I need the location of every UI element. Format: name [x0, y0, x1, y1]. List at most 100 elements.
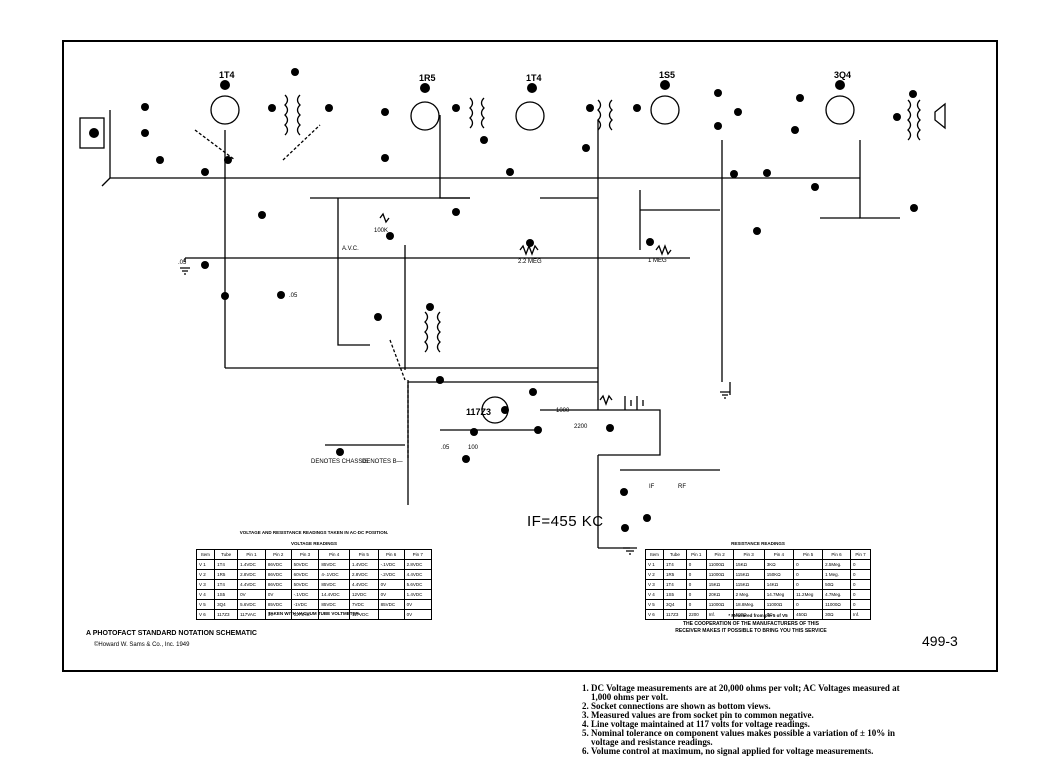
table-cell: 18.8Meg. — [732, 599, 765, 610]
resistance-table-note: * Measured from pin 5 of V5 — [728, 613, 788, 618]
table-cell: V 6 — [195, 609, 216, 620]
table-cell: 2 Meg. — [732, 589, 765, 600]
table-cell: 0V — [377, 589, 405, 600]
table-header-cell: Pin 2 — [264, 549, 292, 560]
res-100: 100 — [468, 445, 479, 451]
table-cell: 2.8VDC — [403, 559, 433, 570]
table-cell: 5.6VDC — [403, 579, 433, 590]
table-header-cell: Pin 3 — [290, 549, 320, 560]
table-cell: 2.5Meg. — [822, 559, 851, 570]
table-cell: 11000Ω — [705, 569, 734, 580]
footer-copyright: ©Howard W. Sams & Co., Inc. 1949 — [94, 642, 190, 648]
res-100k: 100K — [374, 228, 388, 234]
table-cell: -1VDC — [290, 599, 320, 610]
table-cell: 1T4 — [214, 559, 239, 570]
table-cell: 15KΩ — [732, 559, 765, 570]
table-cell: 0 — [793, 599, 824, 610]
table-cell: 15KΩ — [705, 579, 734, 590]
table-cell: 117Z3 — [214, 609, 239, 620]
table-cell: 12VDC — [349, 589, 379, 600]
table-cell: 117VAC — [290, 609, 320, 620]
table-cell: 2.8VDC — [349, 569, 379, 580]
table-cell: 1T4 — [214, 579, 239, 590]
cap-05-c: .05 — [441, 445, 450, 451]
table-cell: 0 — [793, 579, 824, 590]
table-cell: V 4 — [645, 589, 664, 600]
voltage-table-note: TAKEN WITH VACUUM TUBE VOLTMETER. — [268, 611, 360, 616]
table-cell: 4.7Meg. — [822, 589, 851, 600]
note-item: Line voltage maintained at 117 volts for… — [591, 720, 911, 729]
table-cell: 0 — [849, 589, 872, 600]
table-cell: 3Q4 — [214, 599, 239, 610]
table-cell: 2.8VDC — [237, 569, 266, 580]
table-cell: V 1 — [645, 559, 664, 570]
table-cell: 11000Ω — [822, 599, 851, 610]
table-cell: V 5 — [645, 599, 664, 610]
table-cell: 4.4VDC — [237, 579, 266, 590]
table-cell: 450Ω — [793, 609, 824, 620]
cooperation-note: THE COOPERATION OF THE MANUFACTURERS OF … — [626, 621, 876, 635]
table-header-cell: Pin 1 — [685, 549, 707, 560]
table-header-cell: Tube — [663, 549, 687, 560]
table-cell: 4-.1VDC — [318, 569, 350, 580]
table-cell: V 4 — [195, 589, 216, 600]
table-cell: 14KΩ — [763, 579, 795, 590]
table-cell: 14.7Meg — [763, 589, 795, 600]
avc-label: A.V.C. — [342, 246, 359, 252]
note-item: Socket connections are shown as bottom v… — [591, 702, 911, 711]
table-header-cell: Item — [645, 549, 664, 560]
table-cell: 1R5 — [663, 569, 687, 580]
table-cell: -.1VDC — [290, 589, 320, 600]
table-cell: 150KΩ — [763, 569, 795, 580]
voltage-table-subtitle: VOLTAGE READINGS — [290, 541, 338, 546]
table-cell: 1.4VDC — [237, 559, 266, 570]
table-cell: V 3 — [645, 579, 664, 590]
cap-47: 47 — [386, 234, 393, 240]
table-cell: 86VDC — [264, 579, 292, 590]
tube-v1-label: 1T4 — [219, 70, 235, 80]
table-cell: 7VDC — [349, 599, 379, 610]
table-header-cell: Pin 1 — [237, 549, 266, 560]
table-cell: 50VDC — [290, 559, 320, 570]
table-cell: 0 — [685, 559, 707, 570]
sheet-number: 499-3 — [922, 633, 958, 649]
table-header-cell: Pin 6 — [822, 549, 851, 560]
table-header-cell: Pin 7 — [403, 549, 433, 560]
table-cell: -.2VDC — [377, 569, 405, 580]
footer-title: A PHOTOFACT STANDARD NOTATION SCHEMATIC — [86, 630, 257, 637]
table-cell: 2200 — [685, 609, 707, 620]
table-cell — [318, 609, 350, 620]
table-cell: 4.4VDC — [403, 569, 433, 580]
table-cell: 4.4VDC — [349, 579, 379, 590]
table-cell: 0 — [793, 569, 824, 580]
table-cell: 0 — [849, 569, 872, 580]
table-cell: 0V — [237, 589, 266, 600]
chassis-legend: DENOTES B— — [362, 459, 403, 465]
table-header-cell: Tube — [214, 549, 239, 560]
table-cell: 11.2Meg — [793, 589, 824, 600]
table-cell: -.1VDC — [377, 559, 405, 570]
table-cell: 11000Ω — [705, 559, 734, 570]
cooperation-line-2: RECEIVER MAKES IT POSSIBLE TO BRING YOU … — [675, 628, 827, 634]
lbl-if: IF — [649, 484, 655, 490]
table-cell: 1S5 — [663, 589, 687, 600]
table-cell: 0 — [849, 599, 872, 610]
table-cell: V 5 — [195, 599, 216, 610]
table-cell: 117VAC — [237, 609, 266, 620]
table-cell: 1.4VDC — [349, 559, 379, 570]
table-header-cell: Pin 5 — [349, 549, 379, 560]
table-cell: 115KΩ — [732, 579, 765, 590]
table-cell: 85VDC — [318, 559, 350, 570]
table-cell: 85VDC — [264, 599, 292, 610]
tube-v5-label: 3Q4 — [834, 70, 851, 80]
table-header-cell: Pin 6 — [377, 549, 405, 560]
